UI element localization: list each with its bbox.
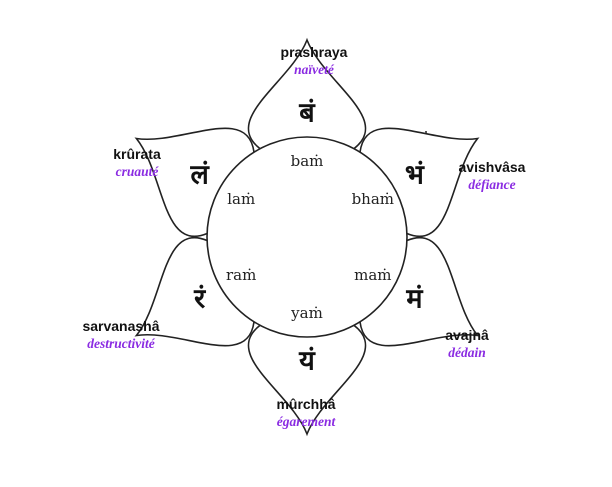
petal-lower-left-syllable: raṁ <box>226 266 256 284</box>
label-upper-right-french: défiance <box>468 177 516 192</box>
petal-upper-left-glyph: लं <box>189 160 210 191</box>
petal-upper-left <box>134 127 255 237</box>
petal-top-syllable: baṁ <box>291 152 324 170</box>
label-bottom: mûrchhâ égarement <box>276 396 335 430</box>
label-top-name: prashraya <box>280 44 348 60</box>
label-top-french: naïveté <box>294 62 334 77</box>
label-lower-left-french: destructivité <box>87 336 155 351</box>
stray-dot <box>425 131 427 133</box>
label-bottom-name: mûrchhâ <box>276 396 336 412</box>
label-bottom-french: égarement <box>276 414 336 429</box>
petal-upper-right-syllable: bhaṁ <box>352 190 394 208</box>
petal-lower-right-glyph: मं <box>405 284 423 315</box>
petal-bottom <box>247 324 367 437</box>
petal-lower-left <box>134 237 255 347</box>
label-lower-right-french: dédain <box>448 345 486 360</box>
label-upper-left: krûrata cruauté <box>113 146 160 180</box>
petal-top-glyph: बं <box>298 98 316 129</box>
petal-bottom-glyph: यं <box>298 346 316 377</box>
label-lower-right-name: avajnâ <box>445 327 489 343</box>
label-upper-right-name: avishvâsa <box>458 159 526 175</box>
label-lower-right: avajnâ dédain <box>445 327 489 361</box>
petal-layer <box>134 37 480 437</box>
label-upper-left-french: cruauté <box>115 164 159 179</box>
center-circle <box>206 136 408 338</box>
petal-lower-left-glyph: रं <box>193 284 206 315</box>
petal-lower-right <box>359 237 480 347</box>
label-lower-left-name: sarvanashâ <box>82 318 160 334</box>
label-upper-right: avishvâsa défiance <box>459 159 526 193</box>
label-lower-left: sarvanashâ destructivité <box>82 318 159 352</box>
petal-upper-left-syllable: laṁ <box>227 190 255 208</box>
petal-lower-right-syllable: maṁ <box>354 266 391 284</box>
text-layer: बं baṁ भं bhaṁ मं maṁ यं yaṁ रं raṁ लं laṁ <box>189 98 424 377</box>
petal-upper-right-glyph: भं <box>405 160 425 191</box>
petal-top <box>247 37 367 150</box>
label-upper-left-name: krûrata <box>113 146 161 162</box>
petal-bottom-syllable: yaṁ <box>290 304 323 322</box>
label-top: prashraya naïveté <box>281 44 348 78</box>
petal-upper-right <box>359 127 480 237</box>
